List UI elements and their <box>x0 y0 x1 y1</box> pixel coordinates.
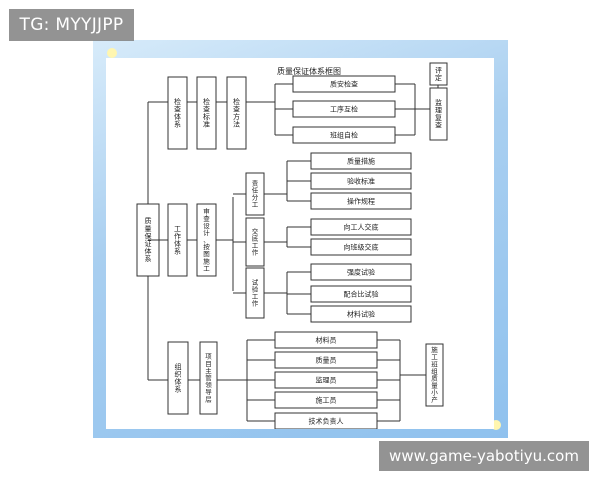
work-group-3-item-2: 配合比试验 <box>310 285 412 303</box>
evaluation-box <box>429 62 448 86</box>
work-group-2-item-2: 向班级交底 <box>310 238 412 256</box>
construction-team-box <box>425 343 444 407</box>
work-group-3-item-1-box <box>310 263 412 281</box>
work-group-1-item-1-box <box>310 152 412 170</box>
work-group-2-label: 交底工作 <box>252 226 259 256</box>
work-system: 工作体系 <box>167 203 188 277</box>
design-review-label: 审查设计、按图施工 <box>203 207 210 273</box>
inspection-item-3: 班组自检 <box>292 126 396 144</box>
inspection-item-2: 工序互检 <box>292 100 396 118</box>
work-group-2: 交底工作 <box>245 217 265 267</box>
project-leadership-box <box>199 341 218 415</box>
org-member-4-label: 施工员 <box>316 396 337 405</box>
org-member-1-box <box>274 331 378 349</box>
site-watermark: www.game-yabotiyu.com <box>379 441 589 471</box>
work-group-1-item-3: 操作规程 <box>310 192 412 210</box>
work-group-1-item-1-label: 质量措施 <box>347 157 375 166</box>
work-group-1-item-2-box <box>310 172 412 190</box>
inspection-item-3-label: 班组自检 <box>330 131 358 140</box>
supervision-review-label: 监理复查 <box>435 98 442 130</box>
evaluation-label: 评定 <box>435 66 442 82</box>
work-group-3-item-2-box <box>310 285 412 303</box>
quality-assurance-diagram: 质量保证体系框图质量保证体系检查体系检查标准检查方法质安检查工序互检班组自检监理… <box>136 62 448 430</box>
inspection-system-label: 检查体系 <box>174 97 181 129</box>
frame-glow-right <box>491 420 501 430</box>
inspection-item-1-box <box>292 75 396 93</box>
inspection-item-1-label: 质安检查 <box>330 80 358 89</box>
work-group-3-item-3-label: 材料试验 <box>347 310 375 319</box>
work-group-3-item-1: 强度试验 <box>310 263 412 281</box>
work-group-2-item-1-label: 向工人交底 <box>344 223 379 232</box>
frame-glow-top <box>107 48 117 58</box>
work-group-2-item-1-box <box>310 218 412 236</box>
org-member-5: 技术负责人 <box>274 412 378 430</box>
construction-team: 施工班组质量小产 <box>425 343 444 407</box>
design-review: 审查设计、按图施工 <box>196 203 217 277</box>
diagram-title: 质量保证体系框图 <box>277 66 341 76</box>
org-member-1: 材料员 <box>274 331 378 349</box>
inspection-method-box <box>226 76 247 150</box>
org-member-3: 监理员 <box>274 371 378 389</box>
organization-system: 组织体系 <box>167 341 189 415</box>
organization-system-label: 组织体系 <box>175 362 182 394</box>
work-group-1: 责任分工 <box>245 172 265 216</box>
work-group-1-item-1: 质量措施 <box>310 152 412 170</box>
work-group-3-item-3-box <box>310 305 412 323</box>
org-member-2: 质量员 <box>274 351 378 369</box>
work-group-3: 试验工作 <box>245 267 265 319</box>
work-group-1-item-2-label: 验收标准 <box>347 177 375 186</box>
work-group-3-item-1-label: 强度试验 <box>347 268 375 277</box>
work-group-3-item-3: 材料试验 <box>310 305 412 323</box>
org-member-4-box <box>274 391 378 409</box>
org-member-2-label: 质量员 <box>316 356 337 365</box>
work-group-2-item-2-box <box>310 238 412 256</box>
inspection-item-3-box <box>292 126 396 144</box>
inspection-item-2-box <box>292 100 396 118</box>
work-group-3-label: 试验工作 <box>252 277 259 307</box>
work-group-1-item-2: 验收标准 <box>310 172 412 190</box>
organization-system-box <box>167 341 189 415</box>
work-group-1-item-3-box <box>310 192 412 210</box>
inspection-system-box <box>167 76 188 150</box>
supervision-review: 监理复查 <box>429 87 448 141</box>
org-member-1-label: 材料员 <box>316 336 337 345</box>
project-leadership-label: 项目主管领导层 <box>205 353 212 404</box>
org-member-3-label: 监理员 <box>316 376 337 385</box>
work-group-2-item-2-label: 向班级交底 <box>344 243 379 252</box>
inspection-system: 检查体系 <box>167 76 188 150</box>
diagram-paper: 质量保证体系框图质量保证体系检查体系检查标准检查方法质安检查工序互检班组自检监理… <box>106 58 494 430</box>
tg-watermark: TG: MYYJJPP <box>9 9 134 41</box>
inspection-standard-label: 检查标准 <box>203 97 210 129</box>
org-member-5-label: 技术负责人 <box>309 417 344 426</box>
inspection-standard: 检查标准 <box>196 76 217 150</box>
work-group-1-label: 责任分工 <box>252 178 259 208</box>
inspection-method-label: 检查方法 <box>233 97 240 129</box>
org-member-4: 施工员 <box>274 391 378 409</box>
inspection-item-2-label: 工序互检 <box>330 105 358 114</box>
work-system-label: 工作体系 <box>174 225 181 256</box>
construction-team-label: 施工班组质量小产 <box>431 345 438 404</box>
evaluation: 评定 <box>429 62 448 86</box>
work-group-1-item-3-label: 操作规程 <box>347 197 375 206</box>
work-group-2-item-1: 向工人交底 <box>310 218 412 236</box>
inspection-item-1: 质安检查 <box>292 75 396 93</box>
inspection-method: 检查方法 <box>226 76 247 150</box>
root-quality-assurance-label: 质量保证体系 <box>145 216 152 263</box>
org-member-2-box <box>274 351 378 369</box>
project-leadership: 项目主管领导层 <box>199 341 218 415</box>
org-member-3-box <box>274 371 378 389</box>
work-group-3-item-2-label: 配合比试验 <box>344 290 379 299</box>
inspection-standard-box <box>196 76 217 150</box>
